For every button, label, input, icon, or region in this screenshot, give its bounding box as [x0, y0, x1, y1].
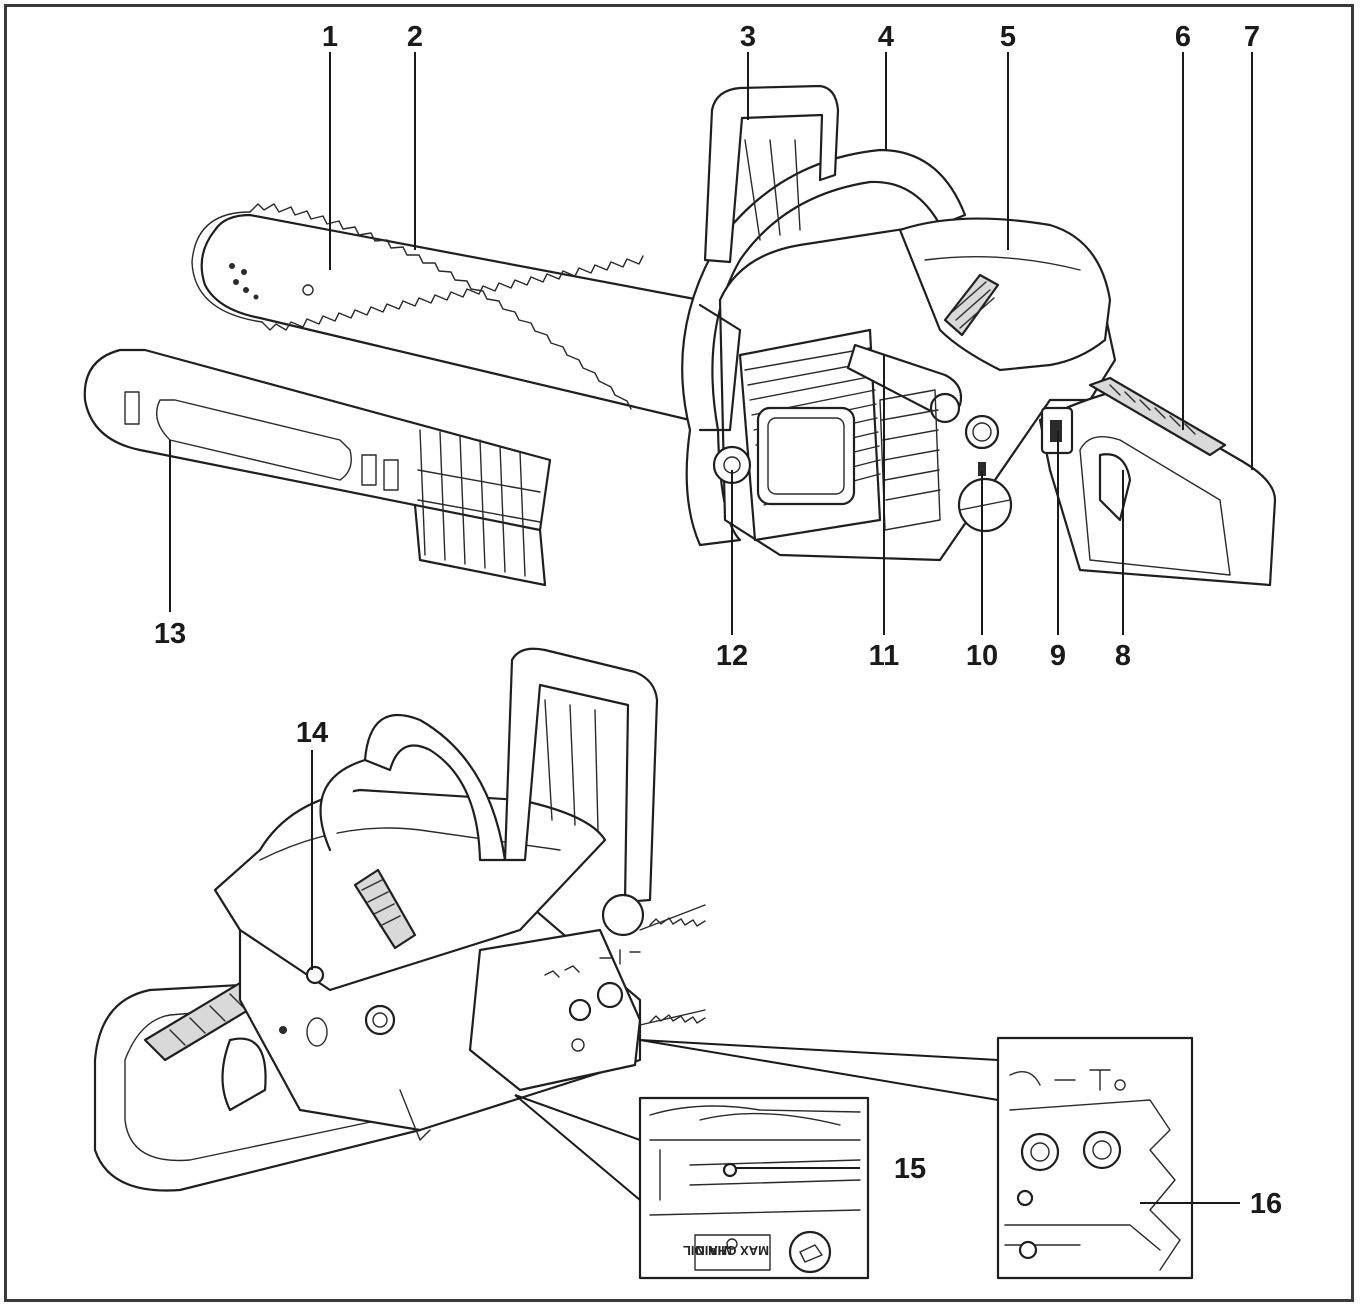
- oil-can-icon: [788, 1230, 832, 1274]
- callout-10: 10: [966, 640, 998, 672]
- callout-7: 7: [1244, 21, 1260, 53]
- callout-11: 11: [869, 640, 900, 672]
- callout-8: 8: [1115, 640, 1131, 672]
- inset-oil-adjust: MIN OIL MAX CHAIN: [638, 1096, 870, 1280]
- callout-labels: 1 2 3 4 5 6 7 8 9 10 11 12 13 14 15 16: [154, 21, 1282, 1220]
- callout-3: 3: [740, 21, 756, 53]
- guide-bar: [191, 203, 702, 422]
- callout-13: 13: [154, 618, 186, 650]
- inset-connector-line: [639, 1039, 999, 1061]
- callout-4: 4: [878, 21, 894, 53]
- inset-min-oil-label: MIN OIL: [683, 1243, 732, 1258]
- callout-12: 12: [716, 640, 748, 672]
- engine-body: [712, 217, 1117, 562]
- inset-connector-line: [514, 1094, 641, 1201]
- callout-16: 16: [1250, 1188, 1282, 1220]
- front-hand-guard: [703, 84, 840, 264]
- rear-handle: [1038, 376, 1277, 587]
- chainsaw-top-view: [83, 84, 1277, 587]
- inset-max-chain-label: MAX CHAIN: [695, 1243, 769, 1258]
- diagram-frame: [4, 4, 1354, 1302]
- callout-14: 14: [296, 717, 328, 749]
- callout-5: 5: [1000, 21, 1016, 53]
- callout-15: 15: [894, 1153, 926, 1185]
- chain-guard-scabbard: [83, 348, 552, 587]
- callout-1: 1: [322, 21, 338, 53]
- chainsaw-bottom-view: [93, 647, 706, 1192]
- callout-6: 6: [1175, 21, 1191, 53]
- inset-chain-tension: [996, 1036, 1194, 1280]
- inset-connector-line: [514, 1094, 641, 1141]
- inset-connector-line: [639, 1039, 999, 1101]
- callout-2: 2: [407, 21, 423, 53]
- callout-leaders: [169, 52, 1253, 1204]
- callout-9: 9: [1050, 640, 1066, 672]
